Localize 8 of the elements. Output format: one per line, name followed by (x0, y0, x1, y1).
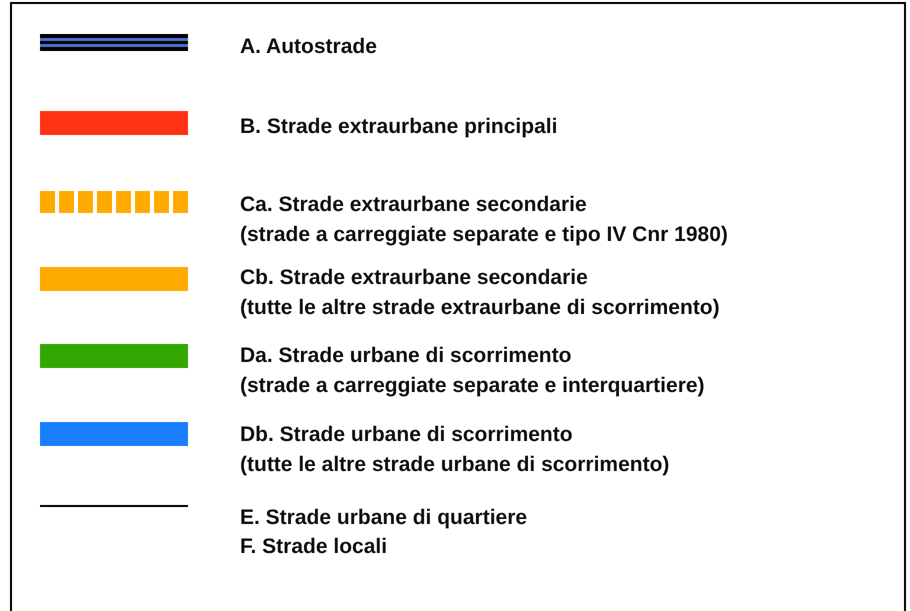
legend-text: Cb. Strade extraurbane secondarie (tutte le altre strade extraurbane di scorrimento) (240, 265, 721, 321)
legend-text: B. Strade extraurbane principali (240, 114, 558, 140)
legend-text: Db. Strade urbane di scorrimento (tutte le altre strade urbane di scorrimento) (240, 422, 670, 478)
legend-text: F. Strade locali (240, 534, 388, 560)
legend-text: E. Strade urbane di quartiere (240, 505, 528, 531)
legend-text: Da. Strade urbane di scorrimento (strade a carreggiate separate e interquartiere) (240, 343, 706, 399)
legend-text: Ca. Strade extraurbane secondarie (strade a carreggiate separate e tipo IV Cnr 1980) (240, 192, 729, 248)
legend-text: A. Autostrade (240, 34, 378, 60)
